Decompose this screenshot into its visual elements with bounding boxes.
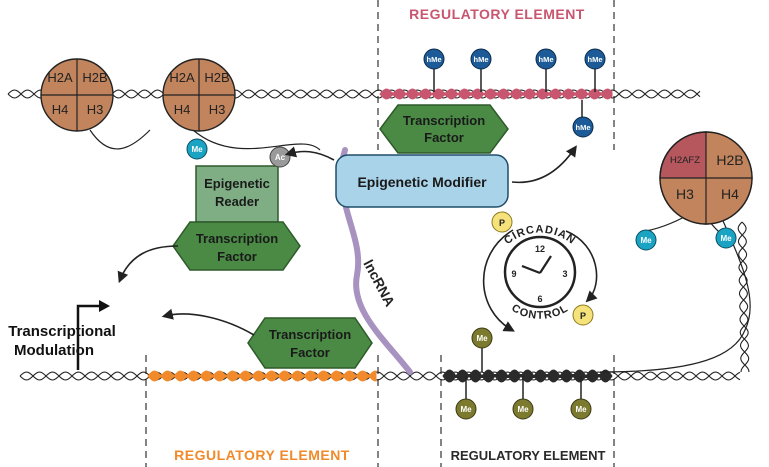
- hme-mark: hMe: [423, 48, 445, 92]
- tf-bottom-line1: Transcription: [269, 327, 351, 342]
- histone-h2b: H2B: [204, 70, 229, 85]
- regulatory-element-bottom-left-label: REGULATORY ELEMENT: [174, 447, 350, 463]
- regulatory-dna-highlights: [147, 88, 613, 383]
- histone-h4: H4: [52, 102, 69, 117]
- clock-hand-short: [521, 264, 541, 275]
- epigenetic-reader-line1: Epigenetic: [204, 176, 270, 191]
- svg-text:hMe: hMe: [539, 55, 554, 64]
- regulatory-dna-segment: [379, 88, 613, 100]
- hme-marks: hMe hMe hMe hMe hMe: [423, 48, 606, 138]
- arrow-tf-bottom-to-modulation: [161, 308, 255, 336]
- tf-top-line1: Transcription: [403, 113, 485, 128]
- me-mark-olive: Me: [570, 376, 592, 420]
- tf-top-line2: Factor: [424, 130, 464, 145]
- svg-text:6: 6: [537, 294, 542, 304]
- histone-h3: H3: [209, 102, 226, 117]
- me-mark-cyan: [715, 227, 737, 249]
- epigenetic-modifier-label: Epigenetic Modifier: [357, 174, 487, 190]
- p-mark: [491, 211, 513, 233]
- histone-h2b: H2B: [716, 152, 743, 168]
- svg-text:Me: Me: [640, 236, 652, 245]
- me-mark-cyan: [186, 138, 208, 160]
- arrow-modifier-to-hme: [511, 145, 577, 184]
- regulatory-element-bottom-right-label: REGULATORY ELEMENT: [451, 448, 606, 463]
- histone-h4: H4: [174, 102, 191, 117]
- me-mark-olive: Me: [512, 376, 534, 420]
- svg-text:Me: Me: [575, 405, 587, 414]
- modulation-label-line1: Transcriptional: [8, 323, 116, 340]
- linker-loop-1: [89, 129, 151, 150]
- transcription-factor-middle: Transcription Factor: [172, 221, 301, 271]
- svg-text:Me: Me: [460, 405, 472, 414]
- histone-h2b: H2B: [82, 70, 107, 85]
- svg-text:P: P: [580, 311, 586, 321]
- regulatory-dna-segment: [442, 369, 613, 383]
- histone-octamer-1: H2A H2B H4 H3: [40, 58, 114, 132]
- tf-middle-line2: Factor: [217, 249, 257, 264]
- me-mark-olive: Me: [455, 376, 477, 420]
- clock-hand-long: [539, 255, 552, 274]
- me-mark-olive: Me: [471, 327, 493, 372]
- svg-text:9: 9: [511, 269, 516, 279]
- me-mark-cyan: [635, 229, 657, 251]
- svg-text:hMe: hMe: [576, 123, 591, 132]
- svg-text:Me: Me: [476, 334, 488, 343]
- linker-loop-2: [192, 129, 321, 151]
- hme-mark: hMe: [470, 48, 492, 92]
- arrow-modifier-to-ac: [284, 146, 335, 161]
- modulation-arrowhead: [99, 300, 110, 312]
- histone-h2afz: H2AFZ: [670, 155, 700, 166]
- dna-strand: [19, 371, 741, 381]
- svg-text:P: P: [499, 218, 505, 228]
- epigenetic-reader: Epigenetic Reader: [195, 165, 279, 223]
- regulatory-boundaries: [145, 0, 615, 467]
- svg-text:Ac: Ac: [275, 153, 286, 162]
- svg-text:Me: Me: [517, 405, 529, 414]
- circadian-clock: 12 3 6 9 CIRCADIAN CONTROL: [482, 224, 598, 332]
- regulatory-element-top-label: REGULATORY ELEMENT: [409, 6, 585, 22]
- svg-text:hMe: hMe: [588, 55, 603, 64]
- phospho-marks: P P: [491, 211, 594, 326]
- histone-octamer-2: H2A H2B H4 H3: [162, 58, 236, 132]
- transcription-factor-top: Transcription Factor: [379, 104, 509, 154]
- svg-text:Me: Me: [720, 234, 732, 243]
- linker-right: [599, 213, 751, 373]
- hme-mark: hMe: [584, 48, 606, 92]
- svg-text:hMe: hMe: [474, 55, 489, 64]
- tf-bottom-line2: Factor: [290, 345, 330, 360]
- histone-h2a: H2A: [47, 70, 73, 85]
- p-mark: [572, 304, 594, 326]
- dna-strand: [737, 221, 750, 373]
- svg-text:12: 12: [535, 244, 545, 254]
- histone-octamer-variant: H2AFZ H2B H3 H4: [659, 131, 753, 225]
- histone-h2a: H2A: [169, 70, 195, 85]
- hme-mark: hMe: [535, 48, 557, 92]
- dna-strand: [19, 371, 741, 381]
- histone-h3: H3: [676, 186, 694, 202]
- transcription-factor-bottom: Transcription Factor: [247, 317, 373, 369]
- clock-cycle-arrow-left: [482, 229, 515, 332]
- epigenetic-reader-line2: Reader: [215, 194, 259, 209]
- arrow-tf-to-modulation: [117, 245, 179, 284]
- transcriptional-modulation: Transcriptional Modulation: [8, 300, 116, 370]
- svg-text:hMe: hMe: [427, 55, 442, 64]
- modulation-label-line2: Modulation: [14, 342, 94, 359]
- flow-arrows: [117, 145, 577, 336]
- histone-h4: H4: [721, 186, 739, 202]
- lncrna-label: lncRNA: [360, 257, 398, 309]
- histone-h3: H3: [87, 102, 104, 117]
- svg-text:3: 3: [562, 269, 567, 279]
- regulatory-dna-segment: [147, 370, 377, 382]
- hme-mark-moved: hMe: [572, 100, 594, 138]
- clock-cycle-arrow-right: [565, 230, 598, 303]
- modulation-bracket: [76, 304, 100, 370]
- histone-tail-marks: Me Ac Me Me: [186, 138, 737, 251]
- me-olive-marks: Me Me Me Me: [455, 327, 592, 420]
- dna-strand: [737, 221, 750, 373]
- svg-text:Me: Me: [191, 145, 203, 154]
- epigenetic-modifier: Epigenetic Modifier: [335, 154, 509, 208]
- tf-middle-line1: Transcription: [196, 231, 278, 246]
